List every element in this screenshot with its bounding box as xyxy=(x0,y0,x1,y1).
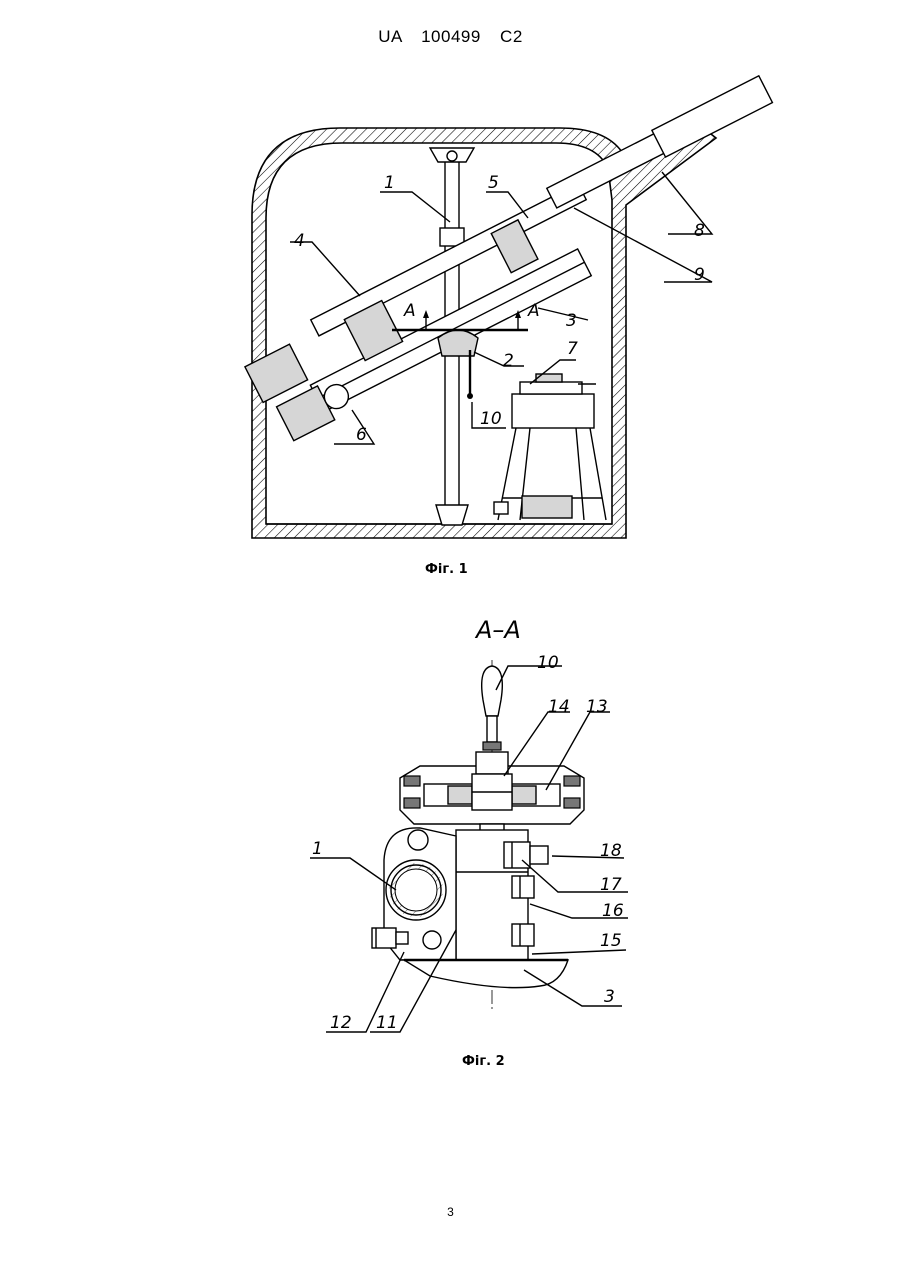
drill-bit-8 xyxy=(652,76,773,157)
fig1-label-4: 4 xyxy=(294,231,305,251)
fig1-label-6: 6 xyxy=(356,425,367,445)
boom-part-3 xyxy=(404,960,568,988)
section-title: А–А xyxy=(474,616,521,644)
figure-1-caption: Фіг. 1 xyxy=(425,562,468,577)
fig1-label-1: 1 xyxy=(384,173,395,193)
fig2-label-14: 14 xyxy=(548,697,570,717)
fig2-label-12: 12 xyxy=(330,1013,352,1033)
fig1-label-2: 2 xyxy=(503,351,514,371)
fig2-label-16: 16 xyxy=(602,901,624,921)
column-clamp xyxy=(372,828,456,960)
section-mark-right: А xyxy=(527,301,540,321)
swivel-2 xyxy=(438,330,478,356)
fig2-label-18: 18 xyxy=(600,841,622,861)
fig2-label-3: 3 xyxy=(604,987,615,1007)
fig1-label-3: 3 xyxy=(566,311,577,331)
fig1-label-7: 7 xyxy=(567,339,578,359)
fig2-label-1: 1 xyxy=(312,839,323,859)
fig2-label-15: 15 xyxy=(600,931,622,951)
fig1-label-9: 9 xyxy=(694,265,705,285)
figure-1-drawing: А А 1 2 3 4 xyxy=(233,76,810,538)
figure-2-caption: Фіг. 2 xyxy=(462,1054,505,1069)
handle-10 xyxy=(482,666,503,750)
figure-2-drawing: А–А xyxy=(310,616,628,1033)
valve-head xyxy=(400,752,584,824)
fig2-label-17: 17 xyxy=(600,875,622,895)
fig1-label-5: 5 xyxy=(488,173,499,193)
fig2-label-10: 10 xyxy=(537,653,559,673)
pump-station-7 xyxy=(494,374,606,520)
fig2-label-13: 13 xyxy=(586,697,608,717)
fig2-label-11: 11 xyxy=(376,1013,398,1033)
fig1-label-10: 10 xyxy=(480,409,502,429)
fig1-label-8: 8 xyxy=(694,221,705,241)
page-number: 3 xyxy=(0,1205,901,1219)
section-mark-left: А xyxy=(403,301,416,321)
